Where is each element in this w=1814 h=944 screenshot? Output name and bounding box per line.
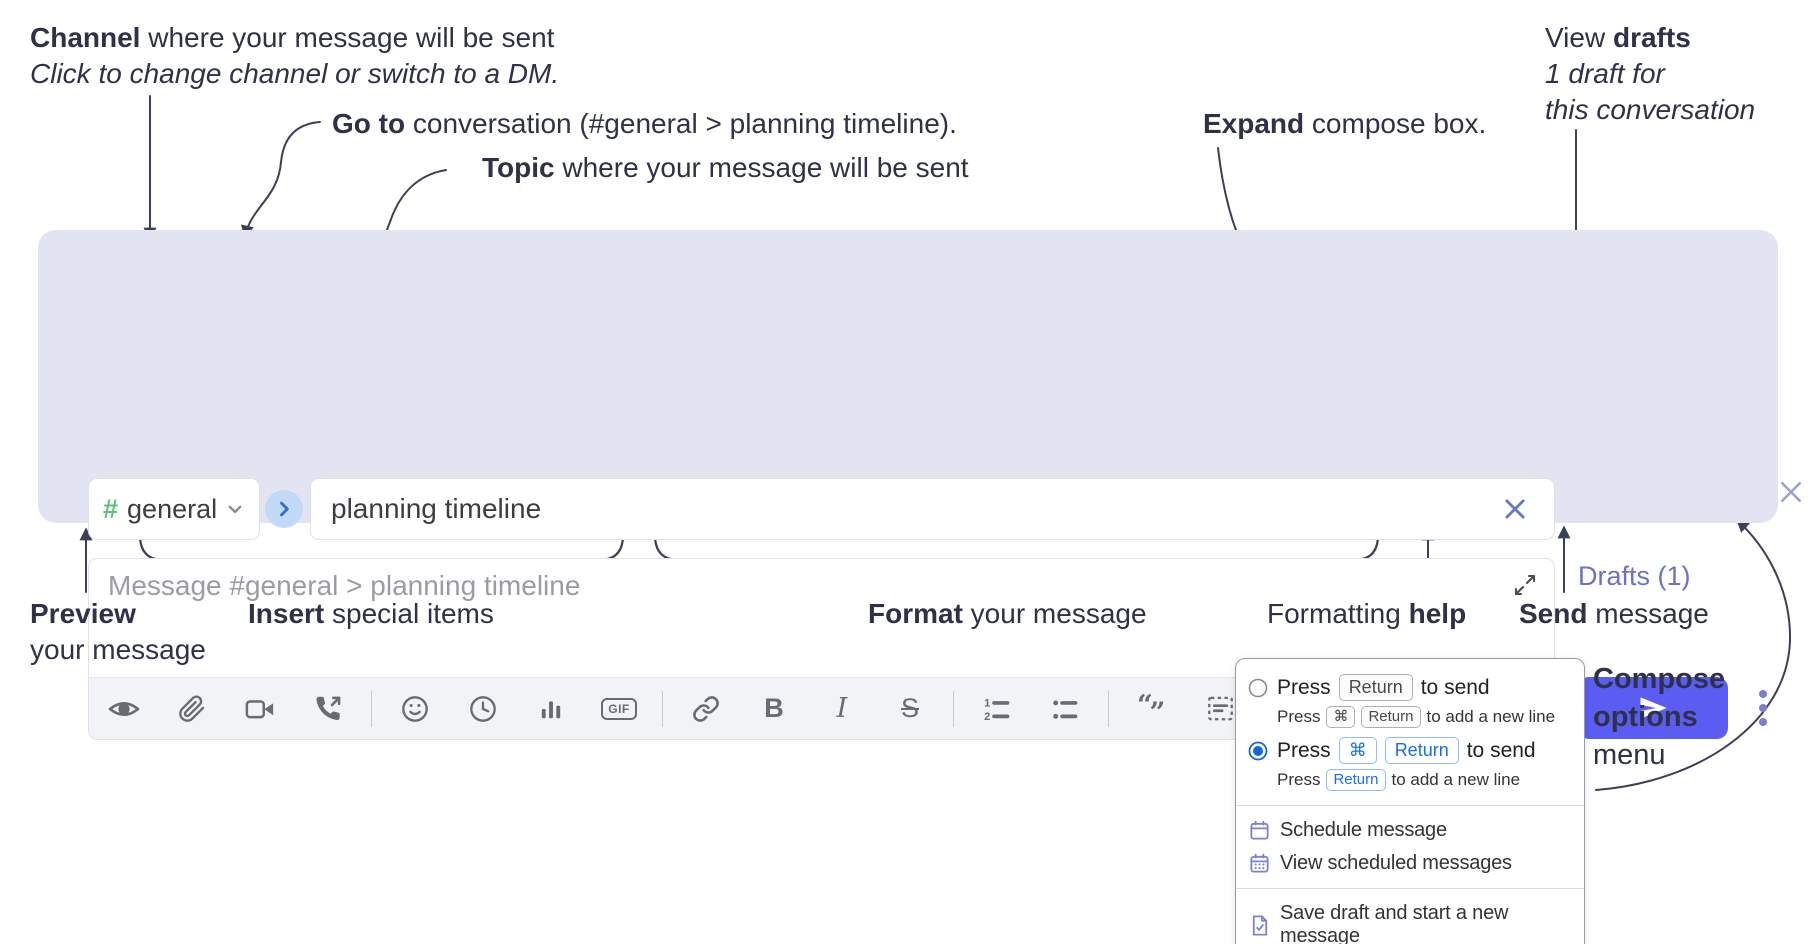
chevron-right-icon bbox=[280, 501, 289, 517]
smiley-icon bbox=[402, 695, 428, 722]
radio-selected-icon bbox=[1248, 741, 1268, 760]
message-placeholder: Message #general > planning timeline bbox=[108, 570, 581, 601]
eye-icon bbox=[108, 701, 140, 716]
gif-button[interactable]: GIF bbox=[594, 686, 644, 732]
strikethrough-icon: S bbox=[900, 693, 919, 723]
menu-item-save-draft[interactable]: Save draft and start a new message bbox=[1236, 897, 1584, 944]
channel-hash-icon: # bbox=[103, 493, 119, 524]
topic-value: planning timeline bbox=[331, 493, 542, 524]
calendar-grid-icon bbox=[1250, 853, 1269, 873]
svg-text:”: ” bbox=[1150, 696, 1166, 724]
menu-item-view-scheduled[interactable]: View scheduled messages bbox=[1236, 847, 1584, 880]
formatting-help-annotation: Formatting help bbox=[1267, 598, 1467, 629]
bold-icon: B bbox=[764, 693, 784, 723]
video-camera-icon bbox=[245, 699, 274, 718]
preview-button[interactable] bbox=[99, 686, 149, 732]
compose-close-button[interactable] bbox=[1776, 477, 1806, 507]
send-button[interactable] bbox=[1578, 677, 1728, 739]
time-button[interactable] bbox=[458, 686, 508, 732]
menu-divider bbox=[1236, 888, 1584, 889]
link-button[interactable] bbox=[681, 686, 731, 732]
clock-icon bbox=[470, 695, 496, 722]
svg-text:2: 2 bbox=[984, 711, 990, 723]
channel-annotation: Channel where your message will be sent … bbox=[30, 22, 560, 89]
goto-connector-line bbox=[241, 121, 321, 239]
phone-call-icon bbox=[316, 696, 341, 720]
toolbar-divider bbox=[1108, 690, 1109, 727]
svg-text:“: “ bbox=[1137, 694, 1153, 721]
bulleted-list-icon bbox=[1053, 699, 1078, 719]
goto-annotation: Go to conversation (#general > planning … bbox=[332, 108, 957, 139]
link-icon bbox=[693, 695, 719, 722]
italic-icon: I bbox=[836, 693, 848, 724]
poll-button[interactable] bbox=[526, 686, 576, 732]
toolbar-divider bbox=[371, 690, 372, 727]
spoiler-button[interactable] bbox=[1195, 686, 1245, 732]
send-annotation: Send message bbox=[1519, 598, 1709, 629]
svg-text:1: 1 bbox=[984, 697, 990, 709]
italic-button[interactable]: I bbox=[817, 686, 867, 732]
compose-options-button[interactable] bbox=[1750, 677, 1776, 739]
calendar-icon bbox=[1250, 820, 1269, 840]
attach-file-button[interactable] bbox=[167, 686, 217, 732]
channel-name: general bbox=[127, 493, 218, 524]
menu-divider bbox=[1236, 805, 1584, 806]
go-to-conversation-button[interactable] bbox=[265, 490, 303, 528]
topic-input[interactable]: planning timeline bbox=[310, 478, 1555, 540]
bold-button[interactable]: B bbox=[749, 686, 799, 732]
close-icon bbox=[1505, 499, 1525, 519]
strikethrough-button[interactable]: S bbox=[885, 686, 935, 732]
insert-annotation: Insert special items bbox=[248, 598, 494, 629]
emoji-button[interactable] bbox=[390, 686, 440, 732]
expand-compose-button[interactable] bbox=[1512, 573, 1538, 599]
drafts-link[interactable]: Drafts (1) bbox=[1578, 561, 1691, 591]
topic-annotation: Topic where your message will be sent bbox=[482, 152, 969, 183]
voice-call-button[interactable] bbox=[303, 686, 353, 732]
expand-annotation: Expand compose box. bbox=[1203, 108, 1487, 139]
send-icon bbox=[1640, 697, 1667, 719]
channel-selector[interactable]: # general bbox=[88, 478, 260, 540]
expand-icon bbox=[1514, 574, 1536, 596]
compose-box-panel: # general planning timeline Drafts (1) M… bbox=[38, 230, 1801, 740]
ellipsis-dot bbox=[1759, 690, 1767, 698]
menu-item-schedule-message[interactable]: Schedule message bbox=[1236, 814, 1584, 847]
toolbar-divider bbox=[953, 690, 954, 727]
bulleted-list-button[interactable] bbox=[1040, 686, 1090, 732]
topic-clear-button[interactable] bbox=[1500, 495, 1530, 525]
quote-button[interactable]: “” bbox=[1127, 686, 1177, 732]
spoiler-icon bbox=[1207, 696, 1233, 721]
compose-options-annotation: Compose options menu bbox=[1593, 663, 1726, 771]
file-check-icon bbox=[1252, 914, 1268, 936]
ellipsis-dot bbox=[1759, 718, 1767, 726]
toolbar-divider bbox=[662, 690, 663, 727]
quote-icon: “” bbox=[1137, 694, 1166, 724]
radio-unselected-icon bbox=[1248, 678, 1268, 697]
preview-annotation: Preview your message bbox=[30, 598, 206, 665]
format-annotation: Format your message bbox=[868, 598, 1147, 629]
paperclip-icon bbox=[179, 694, 205, 722]
numbered-list-icon: 12 bbox=[984, 697, 1010, 723]
chevron-down-icon bbox=[228, 505, 242, 514]
gif-icon: GIF bbox=[601, 697, 637, 720]
drafts-annotation: View drafts 1 draft for this conversatio… bbox=[1545, 22, 1756, 125]
ellipsis-dot bbox=[1759, 704, 1767, 712]
close-icon bbox=[1781, 482, 1801, 502]
bar-chart-icon bbox=[541, 700, 561, 718]
video-call-button[interactable] bbox=[235, 686, 285, 732]
